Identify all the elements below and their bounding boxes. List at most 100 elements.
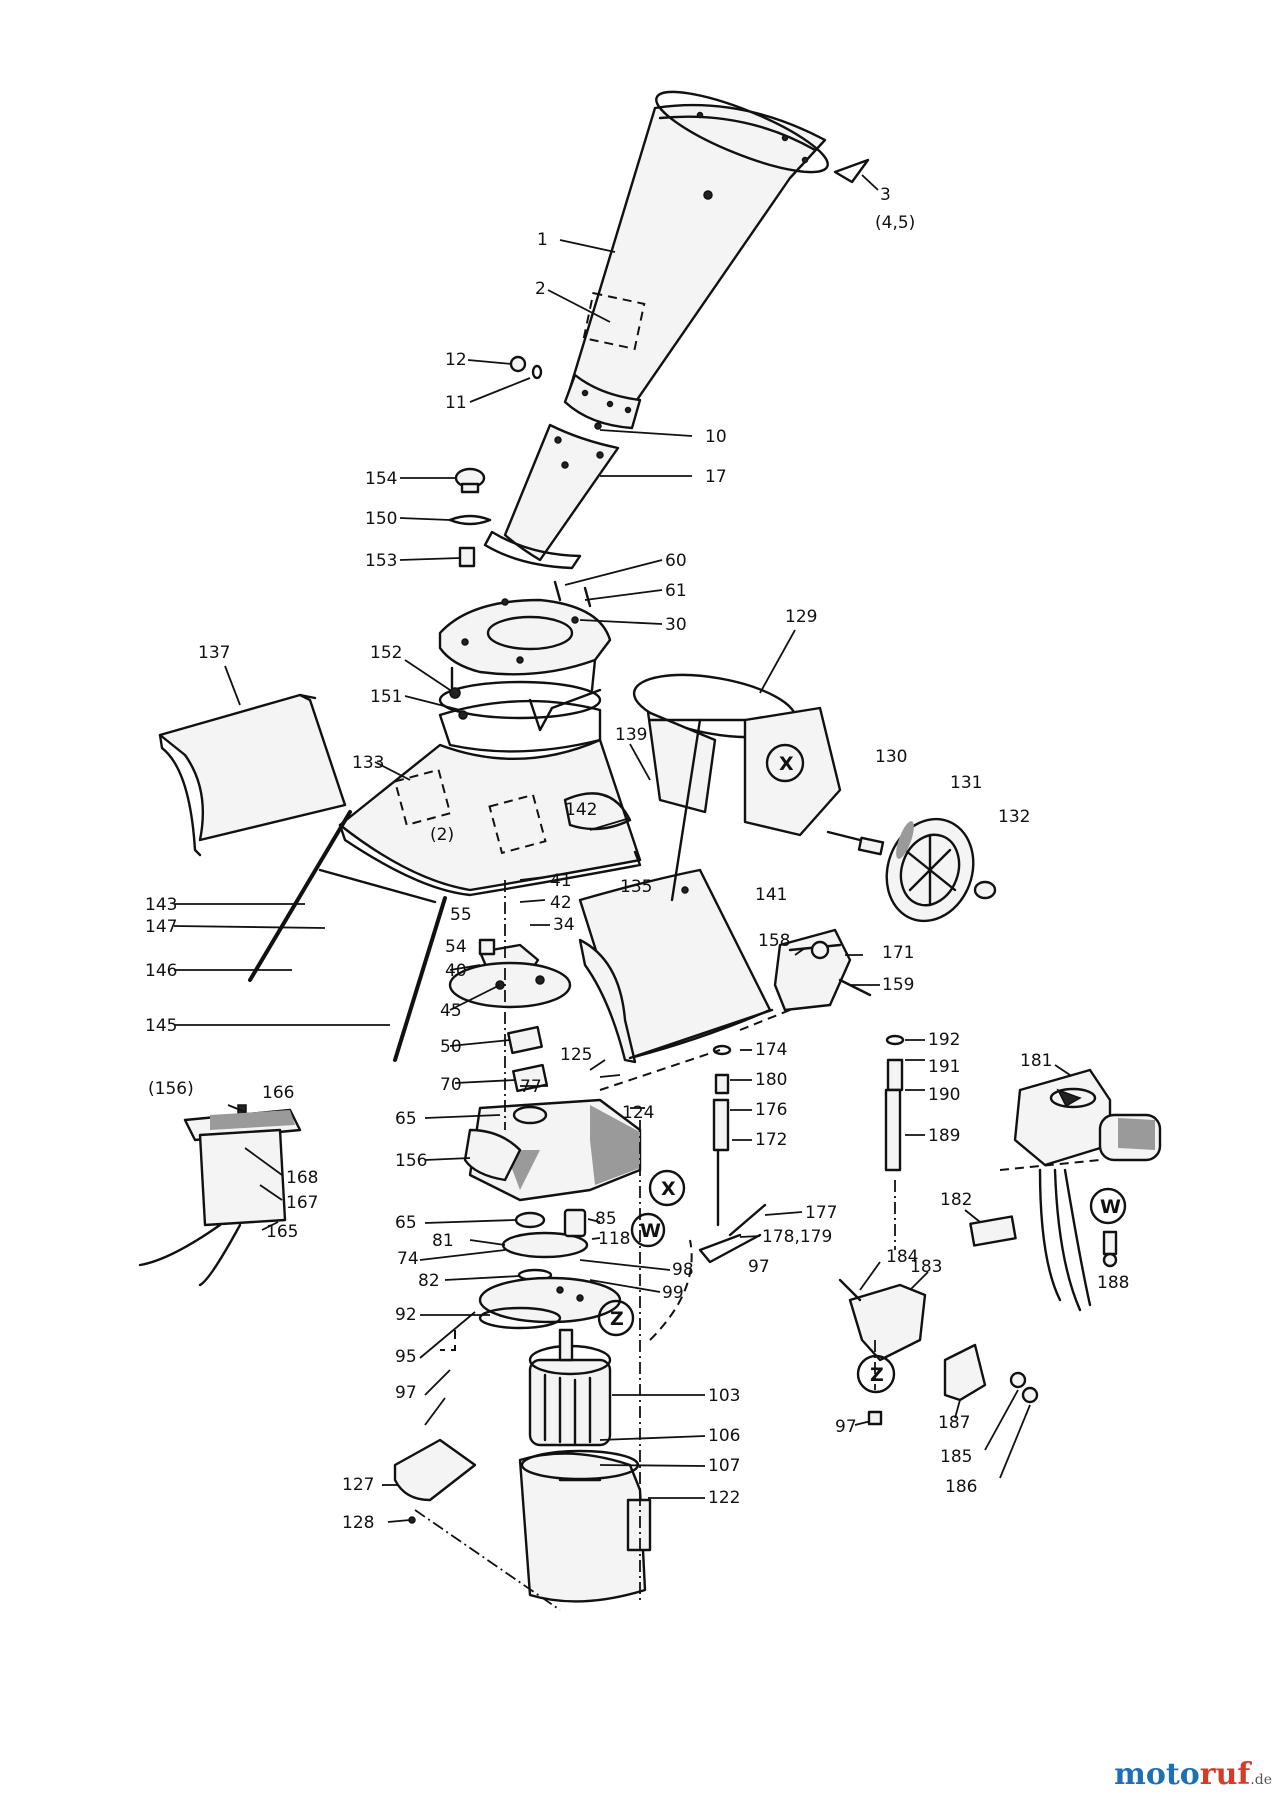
part-number-labels: 1 2 3 (4,5) 12 11 10 17 154 150 153 60 6… [145,185,1129,1533]
label-156b: (156) [148,1079,194,1099]
label-166: 166 [262,1083,294,1103]
label-127: 127 [342,1475,374,1495]
label-17: 17 [705,467,727,487]
label-177: 177 [805,1203,837,1223]
label-11: 11 [445,393,467,413]
label-30: 30 [665,615,687,635]
label-124: 124 [622,1103,654,1123]
label-98: 98 [672,1260,694,1280]
label-74: 74 [397,1249,419,1269]
label-142: 142 [565,800,597,820]
label-3: 3 [880,185,891,205]
label-165: 165 [266,1222,298,1242]
shroud-135 [578,868,774,1064]
label-189: 189 [928,1126,960,1146]
label-158: 158 [758,931,790,951]
label-77: 77 [520,1077,542,1097]
label-185: 185 [940,1447,972,1467]
callout-w2: W [1100,1196,1121,1218]
label-147: 147 [145,917,177,937]
bracket-177 [698,1203,767,1264]
chute-arrow-3 [833,158,870,184]
deflector-129 [632,673,842,902]
callout-w1: W [640,1220,661,1242]
watermark-brand-a: moto [1114,1757,1200,1792]
housing-top-30 [438,598,612,692]
label-141: 141 [755,885,787,905]
rotor-housing-156 [463,1098,642,1202]
label-182: 182 [940,1190,972,1210]
label-81: 81 [432,1231,454,1251]
base-hood-133 [338,738,642,897]
label-50: 50 [440,1037,462,1057]
label-178: 178,179 [762,1227,832,1247]
label-192: 192 [928,1030,960,1050]
label-150: 150 [365,509,397,529]
label-122: 122 [708,1488,740,1508]
callout-x1: X [779,753,794,775]
motor-housing-122 [518,1449,652,1603]
label-159: 159 [882,975,914,995]
label-191: 191 [928,1057,960,1077]
label-103: 103 [708,1386,740,1406]
label-10: 10 [705,427,727,447]
label-171: 171 [882,943,914,963]
screw-97-z [867,1410,883,1426]
label-167: 167 [286,1193,318,1213]
watermark-brand-c: .de [1250,1772,1272,1788]
label-107: 107 [708,1456,740,1476]
callout-z-motor: Z [597,1299,635,1337]
label-187: 187 [938,1413,970,1433]
label-186: 186 [945,1477,977,1497]
label-131: 131 [950,773,982,793]
capacitor-165 [138,1104,302,1287]
label-60: 60 [665,551,687,571]
label-154: 154 [365,469,397,489]
label-82: 82 [418,1271,440,1291]
label-143: 143 [145,895,177,915]
lower-discs [478,1208,622,1330]
screw-12 [509,355,543,380]
motor-103 [528,1328,612,1447]
label-85: 85 [595,1209,617,1229]
knob-154 [454,467,486,494]
switch-box-181 [1013,1068,1162,1312]
label-61: 61 [665,581,687,601]
label-97c: 97 [835,1417,857,1437]
label-145: 145 [145,1016,177,1036]
label-2b: (2) [430,825,454,845]
nut-10 [594,422,602,430]
foot-127 [393,1438,477,1524]
callout-z-switch: Z [856,1354,896,1394]
label-146: 146 [145,961,177,981]
label-97a: 97 [395,1383,417,1403]
housing-ring [438,680,602,753]
label-133: 133 [352,753,384,773]
callout-w-motor: W [630,1212,666,1248]
label-70: 70 [440,1075,462,1095]
callout-x2: X [661,1178,676,1200]
label-128: 128 [342,1513,374,1533]
label-135: 135 [620,877,652,897]
label-55: 55 [450,905,472,925]
label-45: 45 [440,1001,462,1021]
label-184: 184 [886,1247,918,1267]
feed-tube [483,423,620,570]
callout-x-lower: X [648,1169,686,1207]
label-12: 12 [445,350,467,370]
callout-z1: Z [610,1308,624,1330]
label-137: 137 [198,643,230,663]
washer-150 [448,514,492,526]
label-42: 42 [550,893,572,913]
label-40: 40 [445,961,467,981]
label-3b: (4,5) [875,213,915,233]
label-118: 118 [598,1229,630,1249]
label-125: 125 [560,1045,592,1065]
hopper-funnel [563,90,829,430]
label-65a: 65 [395,1109,417,1129]
label-54: 54 [445,937,467,957]
label-156: 156 [395,1151,427,1171]
label-92: 92 [395,1305,417,1325]
label-176: 176 [755,1100,787,1120]
label-174: 174 [755,1040,787,1060]
